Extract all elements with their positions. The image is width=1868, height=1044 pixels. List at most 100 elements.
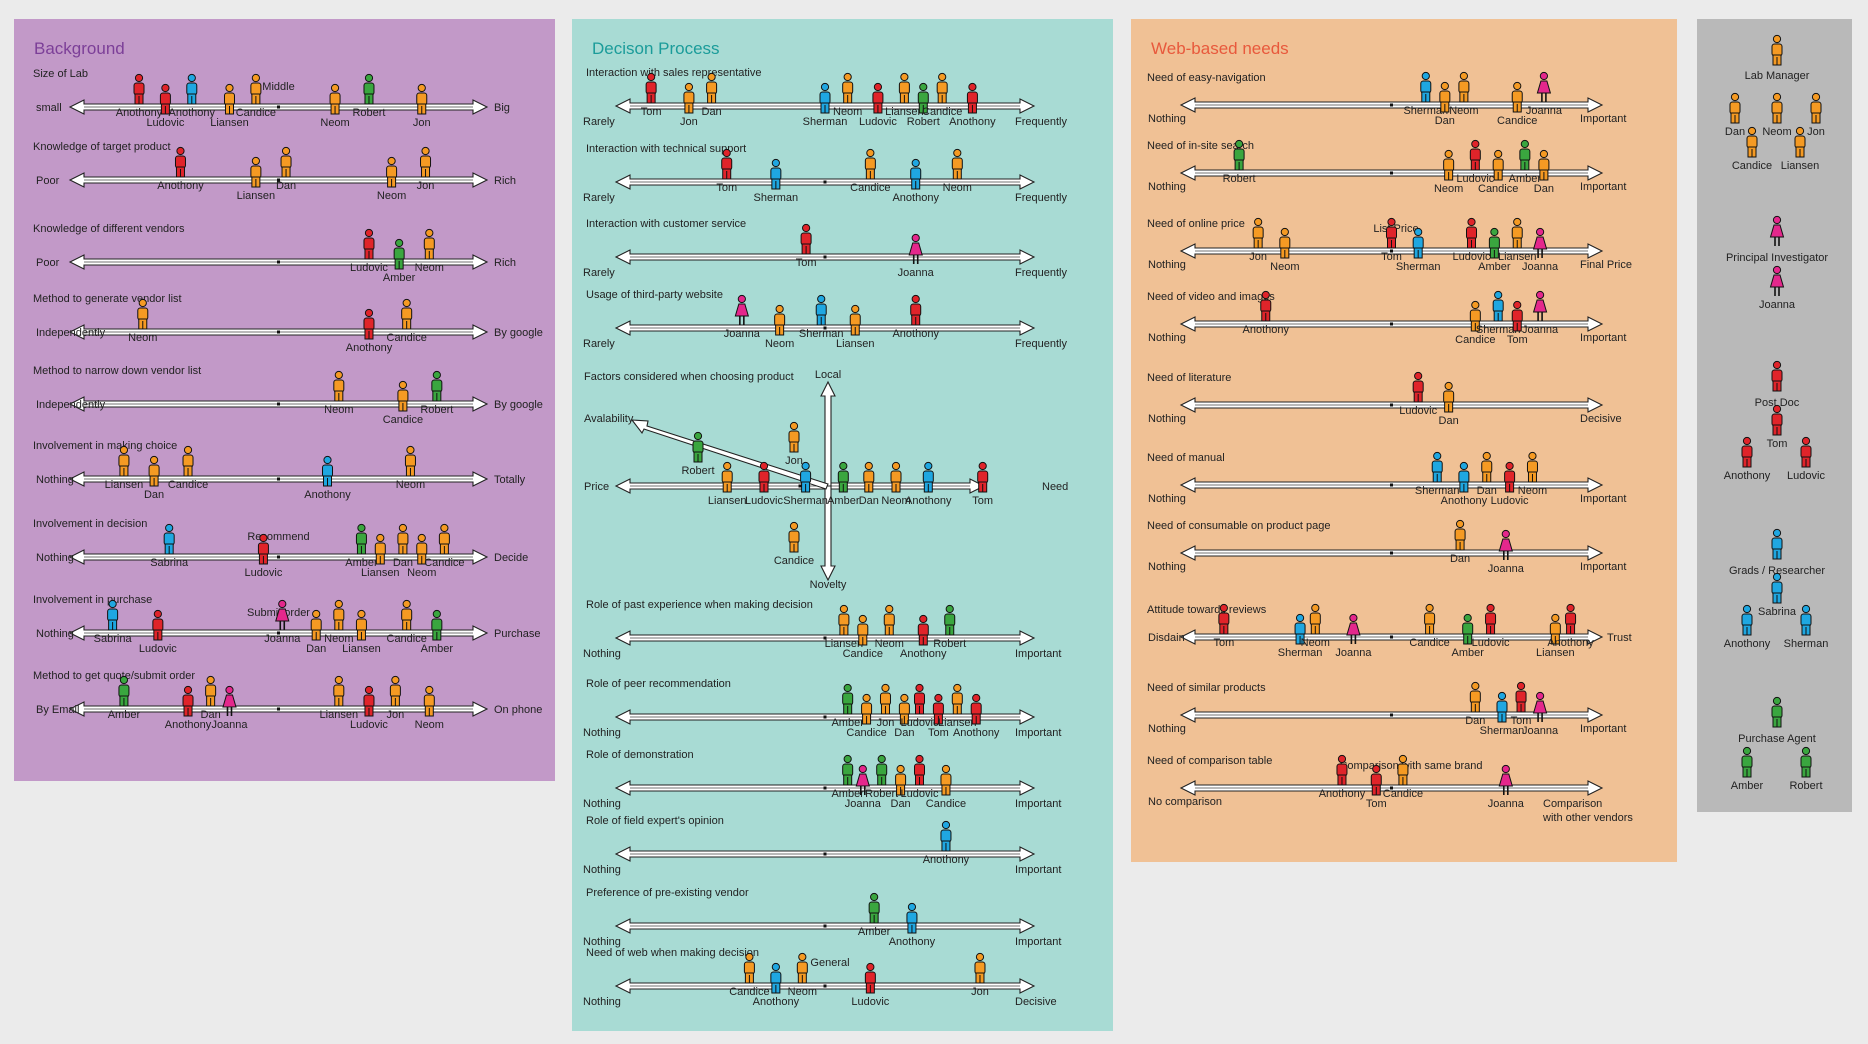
scale-arrow — [614, 630, 1036, 646]
scale-arrow — [1179, 780, 1604, 796]
scale-right-label: By google — [494, 327, 543, 339]
web-panel-title: Web-based needs — [1151, 39, 1289, 58]
person-icon — [431, 370, 443, 402]
scale-arrow — [68, 396, 489, 412]
person-name-label: Anothony — [900, 648, 947, 660]
scale-arrow — [1179, 243, 1604, 259]
person-icon — [1481, 451, 1493, 483]
person-icon — [374, 533, 386, 565]
person-name-label: Anothony — [892, 328, 939, 340]
person-icon — [1771, 528, 1783, 560]
person-name-label: Ludovic — [146, 117, 184, 129]
decision-panel-title: Decison Process — [592, 39, 720, 58]
person-name-label: Joanna — [1522, 261, 1559, 273]
person-icon — [1536, 71, 1552, 102]
person-name-label: Sherman — [1403, 105, 1448, 117]
scale-right-label: Decisive — [1015, 996, 1057, 1008]
person-icon — [1729, 92, 1741, 124]
person-icon — [1309, 603, 1321, 635]
person-name-label: Neom — [1301, 637, 1330, 649]
person-name-label: Neom — [1762, 126, 1791, 138]
person-name-label: Robert — [907, 116, 940, 128]
person-icon — [1346, 613, 1361, 644]
person-icon — [1498, 764, 1513, 795]
person-icon — [1424, 603, 1436, 635]
scale-title: Need of literature — [1147, 372, 1231, 384]
person-icon — [863, 461, 875, 493]
scale-left-label: Rarely — [583, 192, 615, 204]
person-icon — [250, 73, 262, 105]
scale-title: Need of comparison table — [1147, 755, 1272, 767]
scale-left-label: No comparison — [1148, 796, 1222, 808]
person-icon — [883, 604, 895, 636]
person-icon — [1800, 436, 1812, 468]
person-name-label: Robert — [352, 107, 385, 119]
person-name-label: Anothony — [116, 107, 163, 119]
scale-title: Role of past experience when making deci… — [586, 599, 813, 611]
person-name-label: Amber — [831, 717, 864, 729]
scale-left-label: Nothing — [583, 798, 621, 810]
person-icon — [800, 223, 812, 255]
person-name-label: Amber — [421, 643, 454, 655]
scale-mid-label: General — [810, 957, 849, 969]
person-icon — [734, 294, 750, 325]
person-name-label: Candice — [843, 648, 883, 660]
person-icon — [1443, 381, 1455, 413]
person-name-label: Sherman — [1480, 725, 1525, 737]
person-name-label: Jon — [785, 455, 803, 467]
person-name-label: Tom — [1767, 438, 1788, 450]
scale-row: Need of comparison table No comparison Com… — [1147, 754, 1633, 824]
person-icon — [1769, 215, 1785, 246]
background-panel-title: Background — [34, 39, 125, 58]
person-icon — [393, 238, 405, 270]
scale-title: Role of peer recommendation — [586, 678, 731, 690]
legend-group-title: Principal Investigator — [1726, 252, 1828, 264]
person-icon — [1746, 126, 1758, 158]
scale-title: Preference of pre-existing vendor — [586, 887, 749, 899]
scale-row: Method to generate vendor listIndependen… — [33, 293, 543, 354]
scale-title: Interaction with customer service — [586, 218, 746, 230]
person-icon — [1279, 227, 1291, 259]
person-name-label: Candice — [774, 555, 814, 567]
person-name-label: Liansen — [1498, 251, 1537, 263]
person-name-label: Neom — [377, 190, 406, 202]
person-icon — [1336, 754, 1348, 786]
scale-left-label: Poor — [36, 257, 60, 269]
person-name-label: Ludovic — [901, 717, 939, 729]
person-icon — [148, 455, 160, 487]
person-icon — [910, 294, 922, 326]
person-name-label: Candice — [1497, 115, 1537, 127]
person-name-label: Neom — [1434, 183, 1463, 195]
person-name-label: Anothony — [1243, 324, 1290, 336]
scale-title: Role of field expert's opinion — [586, 815, 724, 827]
person-icon — [1420, 71, 1432, 103]
person-name-label: Dan — [1465, 715, 1485, 727]
scale-title: Attitude towards reviews — [1147, 604, 1267, 616]
person-icon — [861, 693, 873, 725]
person-icon — [895, 764, 907, 796]
person-name-label: Neom — [875, 638, 904, 650]
scale-left-label: Nothing — [1148, 561, 1186, 573]
scale-title: Method to get quote/submit order — [33, 670, 195, 682]
person-name-label: Dan — [894, 727, 914, 739]
person-icon — [1769, 265, 1785, 296]
person-name-label: Amber — [1509, 173, 1542, 185]
person-name-label: Dan — [144, 489, 164, 501]
scale-title: Knowledge of different vendors — [33, 223, 185, 235]
scale-arrow — [68, 99, 489, 115]
scale-mid-label: Middle — [262, 81, 294, 93]
person-icon — [1549, 613, 1561, 645]
person-icon — [842, 754, 854, 786]
person-name-label: Sherman — [1278, 647, 1323, 659]
person-name-label: Anothony — [157, 180, 204, 192]
person-name-label: Jon — [680, 116, 698, 128]
person-icon — [186, 73, 198, 105]
person-name-label: Amber — [383, 272, 416, 284]
person-name-label: Robert — [681, 465, 714, 477]
